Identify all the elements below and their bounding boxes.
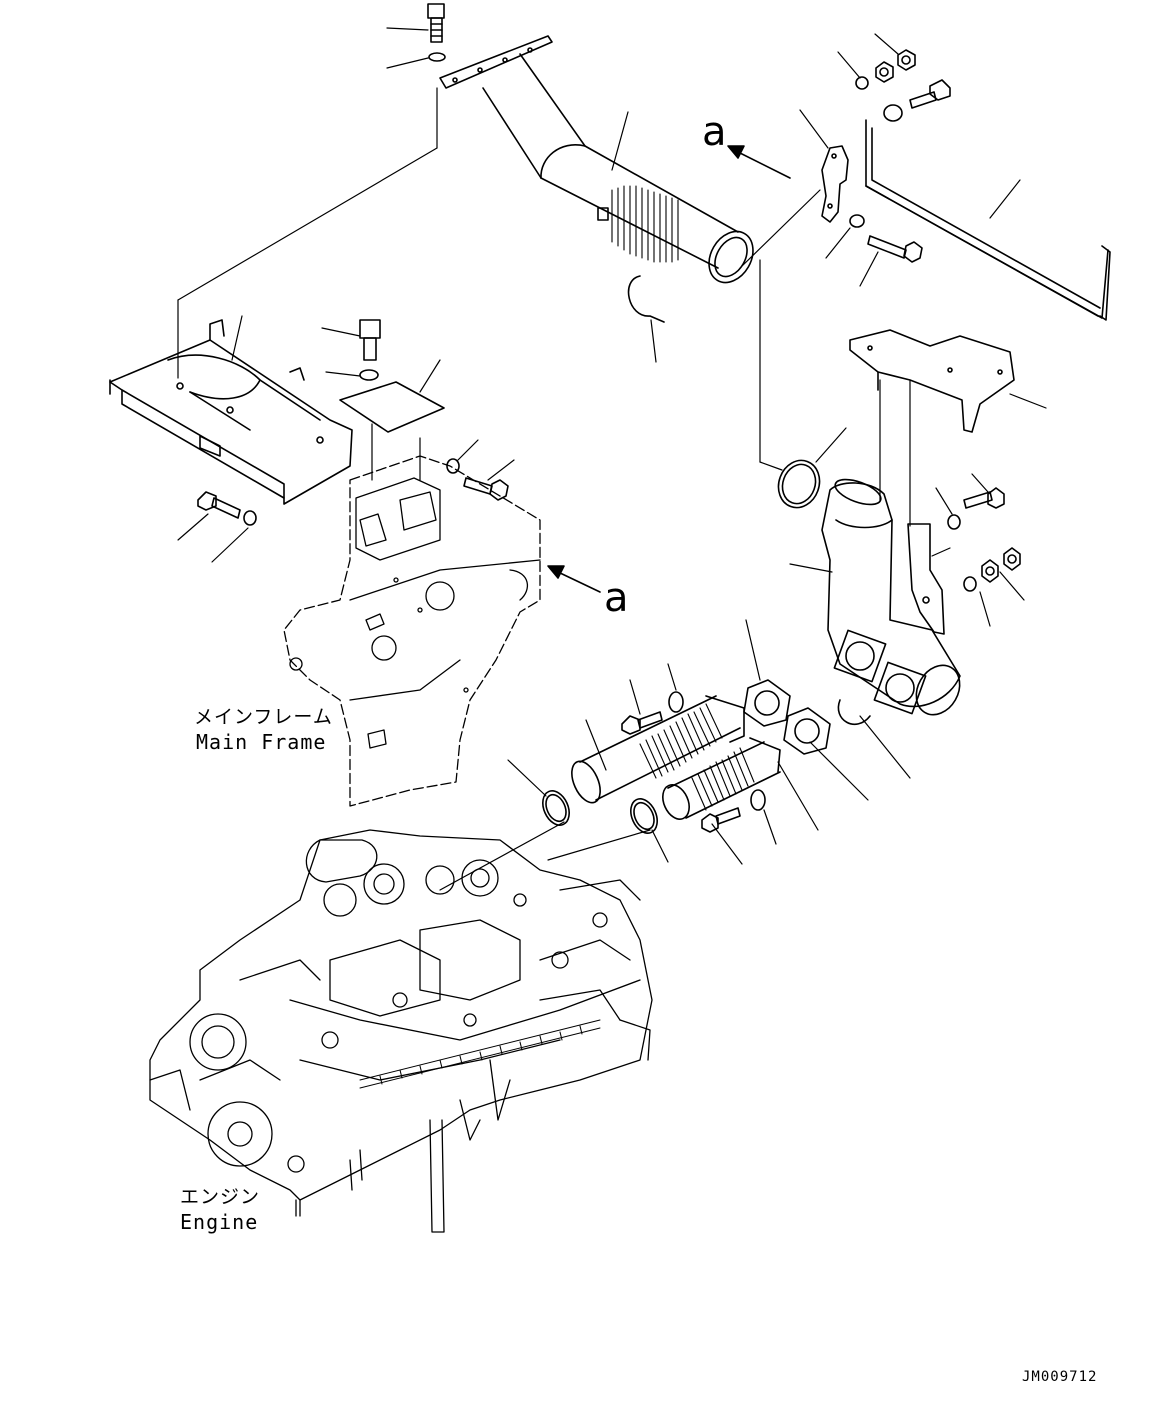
bellows-pipe-upper	[571, 695, 745, 804]
mounting-plate-bracket	[821, 145, 849, 223]
leader-lines-cover	[321, 327, 441, 481]
engine-label-en: Engine	[180, 1210, 259, 1234]
long-rail-panel	[865, 119, 1111, 321]
bolt-lower-duct	[621, 711, 663, 735]
washer-main-frame	[446, 458, 460, 474]
main-frame-outline	[283, 455, 541, 807]
top-washer	[428, 52, 446, 62]
washer-top-right	[855, 76, 869, 90]
leader-lines-right-top	[799, 33, 1021, 287]
top-bolt	[427, 3, 445, 43]
u-clamp-right	[837, 699, 871, 726]
vertical-bracket-right	[907, 523, 945, 635]
washer-left-frame	[243, 510, 257, 526]
washer-lower-duct-2	[750, 789, 766, 811]
view-arrow-top	[727, 145, 791, 179]
gasket-upper	[743, 679, 791, 727]
top-strip-bracket	[439, 35, 553, 89]
duct-clamp-top	[627, 275, 665, 323]
hose-clamp-ring-mid-inner	[781, 463, 817, 505]
washer-lower-duct	[668, 691, 684, 713]
bolt-cover-plate	[359, 319, 381, 361]
engine-label-jp: エンジン	[180, 1186, 261, 1208]
drawing-code: JM009712	[1022, 1369, 1098, 1385]
washer-top-right-2	[883, 104, 903, 122]
bracket-plate-right	[849, 329, 1015, 433]
bolt-top-right	[909, 79, 951, 109]
washer-cover-plate	[359, 369, 379, 381]
bolt-lower-duct-2	[701, 807, 741, 833]
view-arrow-mid	[547, 565, 601, 593]
nut-pair-top	[875, 49, 916, 83]
washer-right-mid	[947, 514, 961, 530]
hose-clamp-ring-mid	[777, 459, 821, 509]
cover-plate	[339, 381, 445, 433]
leader-lines-lower	[439, 663, 819, 891]
flange-left	[833, 629, 887, 683]
flange-right	[873, 661, 927, 715]
gasket-lower	[783, 707, 831, 755]
leader-lines-left-frame	[177, 315, 249, 563]
elbow-duct	[821, 478, 961, 716]
frame-bracket-left	[109, 319, 353, 505]
washer-lower-bracket	[849, 214, 865, 228]
hose-clamp-lower-left	[542, 790, 570, 826]
view-arrow-top-label: a	[702, 109, 727, 155]
main-frame-label-jp: メインフレーム	[194, 706, 333, 728]
leader-lines	[177, 27, 821, 471]
bolt-lower-bracket	[867, 235, 923, 263]
leader-lines-main-frame-bolt	[457, 439, 515, 481]
bolt-main-frame	[463, 477, 509, 501]
hose-clamp-lower-right	[630, 798, 658, 834]
bellows-pipe-lower	[662, 737, 781, 820]
nut-pair-right-mid	[981, 547, 1021, 583]
engine-drawing	[149, 829, 653, 1233]
upper-air-duct	[482, 53, 754, 284]
view-arrow-mid-label: a	[604, 575, 629, 621]
main-frame-label-en: Main Frame	[196, 730, 327, 754]
bolt-right-mid	[963, 487, 1005, 509]
washer-right-mid-2	[963, 576, 977, 592]
bolt-left-frame	[197, 491, 241, 519]
leader-lines-right-mid	[745, 379, 1047, 801]
